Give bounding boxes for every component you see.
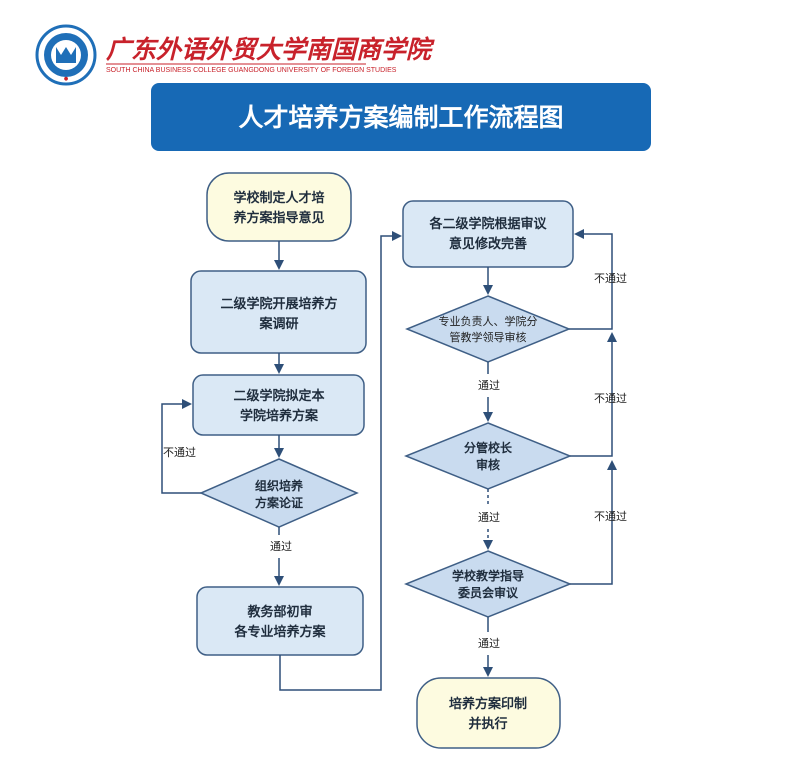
pass-label-1: 通过	[478, 379, 500, 392]
start-node-line2: 养方案指导意见	[232, 210, 324, 226]
left-pass-label: 通过	[270, 540, 292, 553]
initial-review-line2: 各专业培养方案	[233, 624, 326, 640]
vp-review-decision	[403, 422, 573, 490]
committee-decision	[403, 550, 573, 618]
review-decision-line2: 方案论证	[255, 495, 303, 510]
page-title: 人才培养方案编制工作流程图	[238, 103, 563, 132]
svg-text:●: ●	[64, 76, 69, 82]
fail-label-1: 不通过	[594, 272, 627, 285]
school-logo: ●	[35, 24, 97, 86]
fail-label-2: 不通过	[594, 392, 627, 405]
draft-node-line1: 二级学院拟定本	[233, 388, 324, 404]
start-node-line1: 学校制定人才培	[233, 190, 324, 206]
revise-node	[402, 200, 574, 268]
initial-review-line1: 教务部初审	[246, 604, 312, 620]
dean-review-line2: 管教学领导审核	[450, 330, 527, 344]
pass-label-2: 通过	[478, 511, 500, 524]
committee-line1: 学校教学指导	[452, 568, 524, 583]
left-fail-label: 不通过	[163, 446, 196, 459]
end-node-line1: 培养方案印制	[449, 696, 527, 712]
revise-node-line2: 意见修改完善	[449, 236, 527, 252]
title-banner	[151, 83, 651, 151]
end-node	[416, 677, 561, 749]
research-node-line1: 二级学院开展培养方	[220, 296, 337, 312]
draft-node	[192, 374, 365, 436]
pass-label-3: 通过	[478, 637, 500, 650]
research-node	[190, 270, 367, 354]
dean-review-line1: 专业负责人、学院分	[439, 314, 538, 328]
initial-review-node	[196, 586, 364, 656]
fail-label-3: 不通过	[594, 510, 627, 523]
dean-review-decision	[405, 295, 571, 363]
school-name-cn: 广东外语外贸大学南国商学院	[106, 35, 435, 64]
school-name-en: SOUTH CHINA BUSINESS COLLEGE GUANGDONG U…	[106, 67, 397, 74]
committee-line2: 委员会审议	[457, 585, 519, 600]
research-node-line2: 案调研	[258, 316, 298, 332]
revise-node-line1: 各二级学院根据审议	[428, 216, 547, 232]
review-decision-line1: 组织培养	[255, 478, 303, 493]
draft-node-line2: 学院培养方案	[240, 408, 319, 424]
start-node	[206, 172, 352, 242]
vp-review-line1: 分管校长	[464, 440, 513, 455]
vp-review-line2: 审核	[476, 457, 500, 472]
end-node-line2: 并执行	[468, 716, 507, 732]
review-decision	[199, 458, 359, 528]
